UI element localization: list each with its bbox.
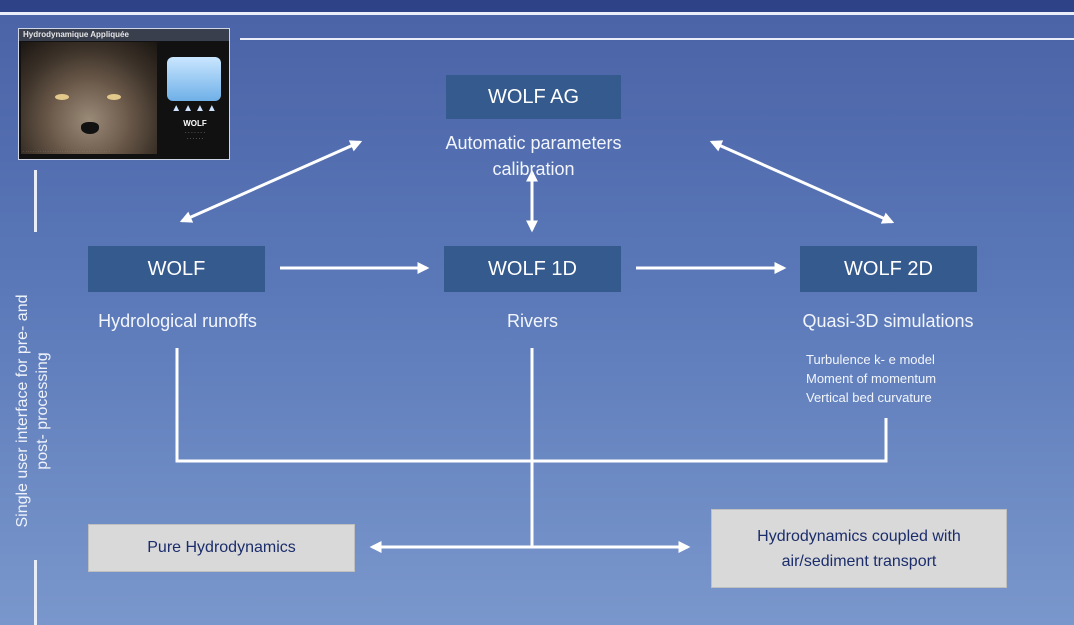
output-coupled-line1: Hydrodynamics coupled with: [757, 528, 961, 545]
feature-moment: Moment of momentum: [806, 371, 937, 386]
wolf-2d-features: Turbulence k- e model Moment of momentum…: [806, 350, 1006, 407]
wolf-eye-left: [55, 94, 69, 100]
output-coupled: Hydrodynamics coupled with air/sediment …: [711, 509, 1007, 588]
logo-title: Hydrodynamique Appliquée: [19, 29, 229, 41]
logo-fineprint: · · · · · · ·· · · · · ·: [185, 130, 205, 142]
vertical-bar-bottom: [34, 560, 37, 625]
logo-footer-fineprint: · · · · · · · · · · · · · · · · · · · · …: [23, 149, 110, 154]
wolf-logo: Hydrodynamique Appliquée ▲▲▲▲ WOLF · · ·…: [18, 28, 230, 160]
feature-turbulence: Turbulence k- e model: [806, 352, 935, 367]
output-coupled-line2: air/sediment transport: [781, 553, 937, 570]
wolf-app-icon: [167, 57, 221, 101]
node-wolf: WOLF: [88, 246, 265, 292]
feature-curvature: Vertical bed curvature: [806, 390, 932, 405]
logo-name: WOLF: [183, 119, 207, 128]
caption-wolf-2d: Quasi-3D simulations: [802, 311, 974, 331]
vertical-bar-top: [34, 170, 37, 232]
node-wolf-1d: WOLF 1D: [444, 246, 621, 292]
arrow-wolf-ag: [179, 140, 363, 223]
wolf-nose: [81, 122, 99, 134]
caption-wolf: Hydrological runoffs: [98, 311, 257, 331]
node-wolf-2d: WOLF 2D: [800, 246, 977, 292]
caption-wolf-1d: Rivers: [506, 311, 558, 331]
header-rule: [240, 38, 1074, 40]
caption-wolf-ag: Automatic parameters calibration: [445, 133, 622, 179]
top-line: [0, 12, 1074, 15]
top-band: [0, 0, 1074, 12]
wolf-eye-right: [107, 94, 121, 100]
water-drops-icon: ▲▲▲▲: [171, 103, 219, 114]
node-wolf-ag: WOLF AG: [446, 75, 621, 119]
arrow-ag-wolf2d: [709, 140, 895, 224]
output-pure-hydrodynamics: Pure Hydrodynamics: [88, 524, 355, 572]
wolf-photo: [21, 42, 157, 154]
